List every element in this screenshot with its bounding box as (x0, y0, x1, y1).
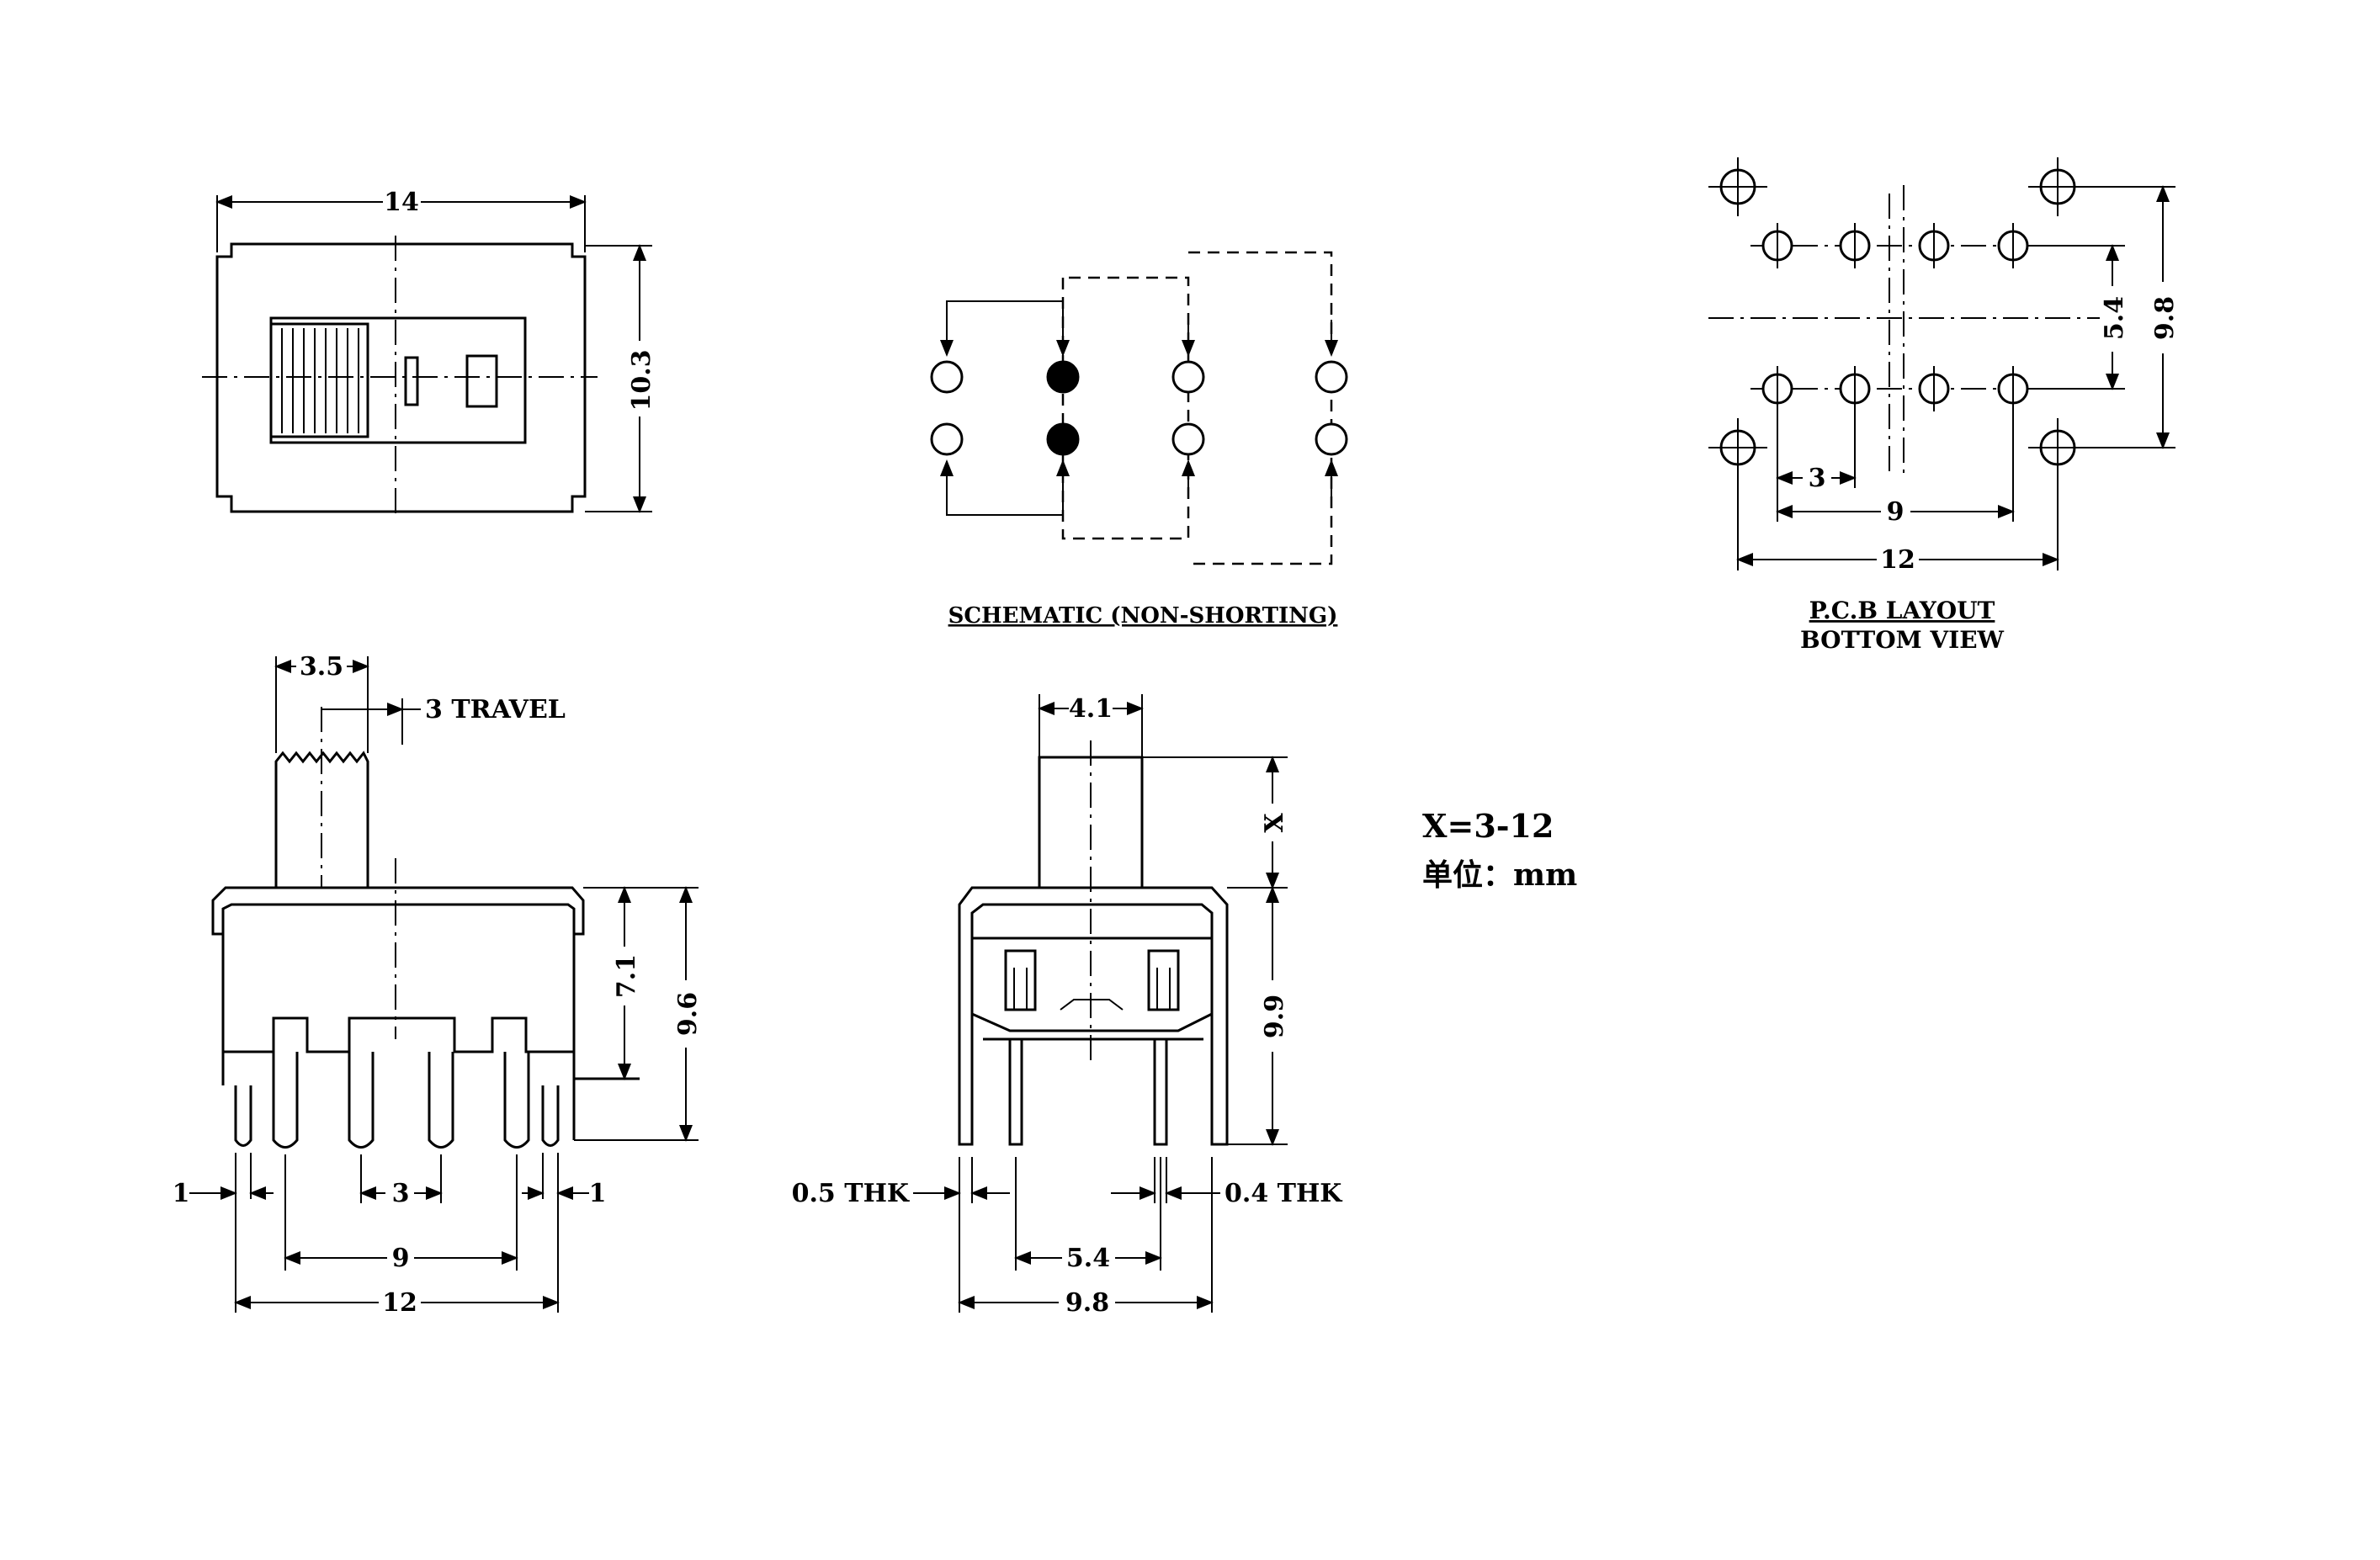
side-overall-dim: 12 (382, 1288, 417, 1318)
front-pin (1153, 1037, 1168, 1146)
pcb-layout: 5.4 9.8 3 9 12 P.C.B LAYOUT BOTTOM VIEW (1708, 157, 2180, 654)
schematic: SCHEMATIC (NON-SHORTING) (930, 251, 1348, 629)
front-actuator-height-dim: X (1260, 813, 1289, 833)
schematic-contact (1315, 422, 1348, 456)
top-height-dim: 10.3 (627, 349, 656, 411)
pin (428, 1052, 454, 1149)
front-pin (1008, 1037, 1023, 1146)
notes: X=3-12 单位：mm (1422, 807, 1577, 893)
pin-hole (1997, 366, 2029, 411)
knob-grip-lines (281, 328, 359, 433)
pcb-pitch-dim: 3 (1809, 464, 1826, 493)
schematic-contact (930, 422, 964, 456)
mounting-hole (1708, 157, 1767, 216)
travel-label: 3 TRAVEL (425, 695, 566, 724)
top-width-dim: 14 (384, 188, 419, 217)
schematic-contact-active (1046, 422, 1080, 456)
mounting-hole (1708, 418, 1767, 477)
side-total-height-dim: 9.6 (673, 992, 703, 1036)
front-view: 4.1 X 9.9 0.5 THK 0.4 THK 5.4 9 (792, 694, 1342, 1318)
front-body-height-dim: 9.9 (1260, 995, 1289, 1038)
pin-hole (1839, 223, 1871, 268)
slider-knob (269, 316, 527, 444)
pin (541, 1085, 560, 1147)
front-pin-spacing-dim: 5.4 (1066, 1244, 1110, 1273)
side-right-pin-dim: 1 (589, 1179, 607, 1208)
pin-hole (1761, 366, 1793, 411)
pin (503, 1052, 530, 1149)
schematic-contact (1315, 360, 1348, 394)
mounting-hole (2028, 157, 2087, 216)
pcb-pin-span-dim: 9 (1887, 497, 1905, 527)
pcb-caption-title: P.C.B LAYOUT (1809, 597, 1995, 624)
top-view: 14 10.3 (202, 188, 656, 517)
side-body-height-dim: 7.1 (612, 954, 641, 998)
schematic-contact-active (1046, 360, 1080, 394)
side-pitch-dim: 3 (392, 1179, 410, 1208)
switch-housing (211, 886, 585, 936)
pcb-overall-height-dim: 9.8 (2150, 296, 2180, 340)
side-actuator-width-dim: 3.5 (300, 652, 343, 682)
front-left-thickness-label: 0.5 THK (792, 1179, 910, 1208)
schematic-contact (1171, 360, 1205, 394)
front-housing (958, 886, 1229, 1146)
unit-note: 单位：mm (1422, 857, 1577, 893)
pin (234, 1085, 252, 1147)
pcb-caption-subtitle: BOTTOM VIEW (1800, 626, 2005, 654)
schematic-contact (930, 360, 964, 394)
side-pin-span-dim: 9 (392, 1244, 410, 1273)
schematic-contact (1171, 422, 1205, 456)
pin-hole (1918, 366, 1950, 411)
pin-hole (1997, 223, 2029, 268)
x-range-note: X=3-12 (1422, 807, 1554, 845)
pin-hole (1918, 223, 1950, 268)
pcb-pin-pitch-dim: 5.4 (2100, 296, 2129, 340)
front-right-thickness-label: 0.4 THK (1225, 1179, 1342, 1208)
schematic-caption: SCHEMATIC (NON-SHORTING) (948, 603, 1338, 629)
side-left-pin-dim: 1 (173, 1179, 190, 1208)
front-actuator-width-dim: 4.1 (1069, 694, 1113, 724)
side-view: 3.5 3 TRAVEL 7.1 9.6 1 1 3 (173, 652, 703, 1318)
pin-hole (1839, 366, 1871, 411)
pin-hole (1761, 223, 1793, 268)
pin (272, 1052, 299, 1149)
pin (348, 1052, 375, 1149)
actuator (274, 751, 369, 888)
front-overall-dim: 9.8 (1065, 1288, 1109, 1318)
pcb-mount-span-dim: 12 (1880, 545, 1915, 575)
top-view-body-outline (215, 242, 587, 513)
